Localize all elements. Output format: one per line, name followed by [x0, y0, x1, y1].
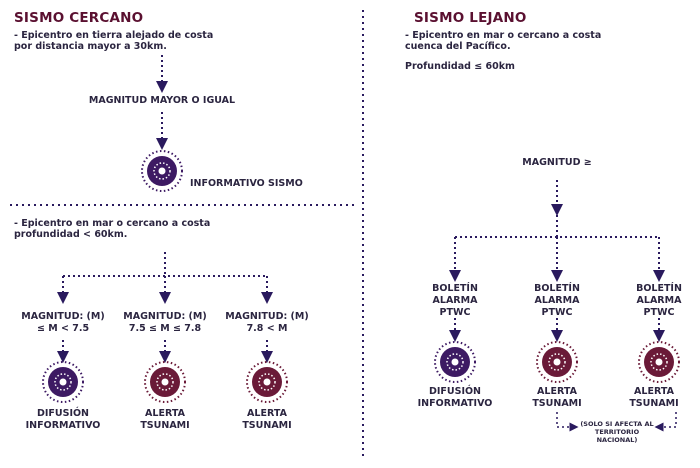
right-branch-2-out-line1: ALERTA	[537, 386, 577, 397]
left-desc1-line2: por distancia mayor a 30km.	[14, 41, 167, 52]
left-branch-3-out-line2: TSUNAMI	[242, 420, 292, 431]
left-desc1-line1: - Epicentro en tierra alejado de costa	[14, 30, 214, 41]
right-magnitude-label: MAGNITUD ≥	[522, 157, 592, 168]
left-branch-3-out-line1: ALERTA	[247, 408, 287, 419]
left-branch-2-output: ALERTA TSUNAMI	[115, 408, 215, 432]
right-branch-3-b1: BOLETÍN	[636, 283, 682, 294]
right-branch-1-b3: PTWC	[439, 307, 471, 318]
right-branch-2-bulletin: BOLETÍN ALARMA PTWC	[507, 283, 607, 319]
left-branch-2-magnitude: MAGNITUD: (M) 7.5 ≤ M ≤ 7.8	[115, 311, 215, 335]
info-sismo-label: INFORMATIVO SISMO	[190, 178, 303, 189]
national-note-line1: (SOLO SI AFECTA AL	[580, 420, 654, 428]
national-note-line2: TERRITORIO NACIONAL)	[594, 428, 640, 444]
left-branch-1-out-line1: DIFUSIÓN	[36, 408, 90, 419]
left-branch-3-output: ALERTA TSUNAMI	[217, 408, 317, 432]
left-branch-1-magnitude: MAGNITUD: (M) ≤ M < 7.5	[13, 311, 113, 335]
left-branch-1-out-line2: INFORMATIVO	[25, 420, 101, 431]
national-note: (SOLO SI AFECTA AL TERRITORIO NACIONAL)	[575, 420, 659, 444]
left-branch-1-mag-line2: ≤ M < 7.5	[36, 323, 90, 334]
left-branch-3-magnitude: MAGNITUD: (M) 7.8 < M	[217, 311, 317, 335]
left-branch-2-mag-line1: MAGNITUD: (M)	[123, 311, 207, 322]
right-branch-1-output: DIFUSIÓN INFORMATIVO	[405, 386, 505, 410]
right-branch-1-bulletin: BOLETÍN ALARMA PTWC	[405, 283, 505, 319]
left-branch-3-mag-line2: 7.8 < M	[246, 323, 288, 334]
left-branch-2-out-line1: ALERTA	[145, 408, 185, 419]
right-branch-2-b2: ALARMA	[534, 295, 580, 306]
left-branch-1-output: DIFUSIÓN INFORMATIVO	[13, 408, 113, 432]
right-branch-1-b2: ALARMA	[432, 295, 478, 306]
right-branch-3-output: ALERTA TSUNAMI	[609, 386, 699, 410]
left-title: SISMO CERCANO	[14, 10, 144, 26]
right-node-difusion	[434, 341, 476, 383]
right-branch-3-bulletin: BOLETÍN ALARMA PTWC	[609, 283, 700, 319]
left-branch-2-out-line2: TSUNAMI	[140, 420, 190, 431]
right-branch-1-b1: BOLETÍN	[432, 283, 478, 294]
right-branch-3-out-line1: ALERTA	[634, 386, 674, 397]
right-desc-line1: - Epicentro en mar o cercano a costa	[405, 30, 602, 41]
right-node-alerta-1	[536, 341, 578, 383]
right-branch-2-out-line2: TSUNAMI	[532, 398, 582, 409]
left-branch-2-mag-line2: 7.5 ≤ M ≤ 7.8	[128, 323, 202, 334]
left-node-alerta-1	[144, 361, 186, 403]
right-branch-1-out-line1: DIFUSIÓN	[428, 386, 482, 397]
right-branch-3-out-line2: TSUNAMI	[629, 398, 679, 409]
right-depth: Profundidad ≤ 60km	[405, 61, 515, 72]
right-branch-2-b1: BOLETÍN	[534, 283, 580, 294]
right-branch-3-b3: PTWC	[643, 307, 675, 318]
right-branch-2-output: ALERTA TSUNAMI	[507, 386, 607, 410]
right-branch-1-out-line2: INFORMATIVO	[417, 398, 493, 409]
info-sismo-node	[141, 150, 183, 192]
left-node-difusion	[42, 361, 84, 403]
left-desc2-line2: profundidad < 60km.	[14, 229, 128, 240]
left-magnitude-label: MAGNITUD MAYOR O IGUAL	[88, 95, 236, 106]
right-node-alerta-2	[638, 341, 680, 383]
right-branch-2-b3: PTWC	[541, 307, 573, 318]
left-desc2-line1: - Epicentro en mar o cercano a costa	[14, 218, 211, 229]
right-branch-3-b2: ALARMA	[636, 295, 682, 306]
right-desc-line2: cuenca del Pacífico.	[405, 41, 511, 52]
left-node-alerta-2	[246, 361, 288, 403]
right-title: SISMO LEJANO	[414, 10, 527, 26]
left-branch-1-mag-line1: MAGNITUD: (M)	[21, 311, 105, 322]
left-branch-3-mag-line1: MAGNITUD: (M)	[225, 311, 309, 322]
